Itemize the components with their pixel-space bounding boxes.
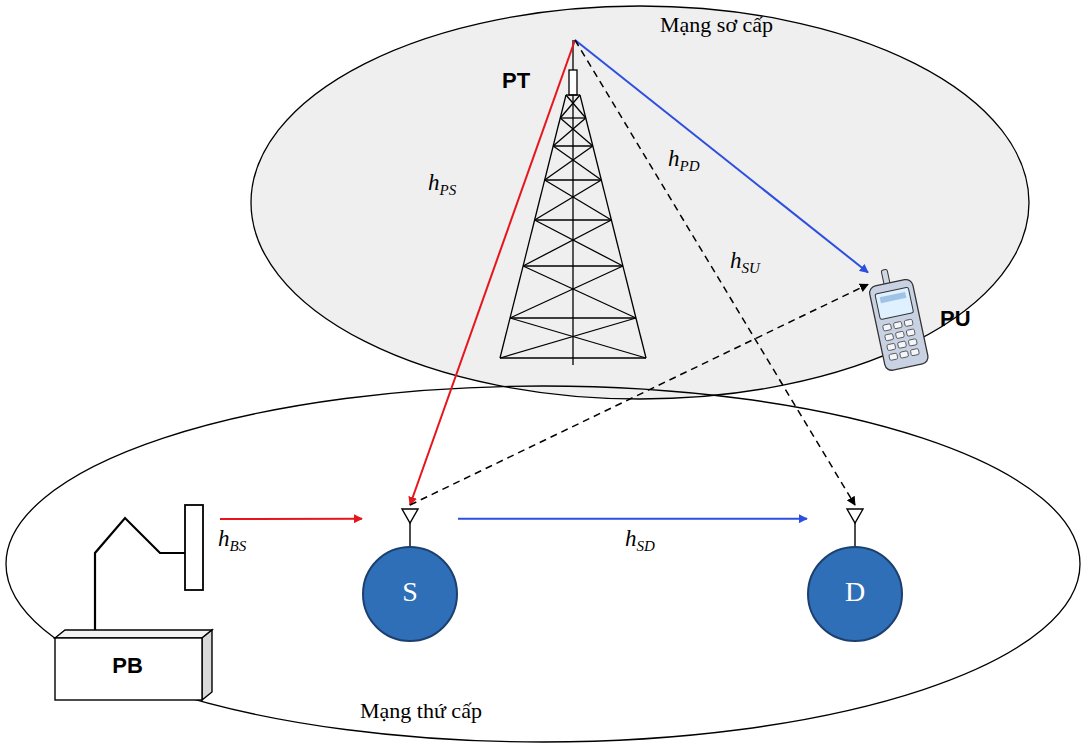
primary-network-region: Mạng sơ cấpPT PU [250,5,1030,400]
primary-user-phone: PU [868,266,988,374]
region-title: Mạng sơ cấp [660,12,773,38]
primary-transmitter-tower: PT [490,40,660,365]
node-label: D [807,576,903,608]
channel-label: hBS [218,526,246,555]
node-label: PT [502,68,530,94]
node-label: S [362,576,458,608]
signal-link [220,518,362,520]
destination-node: D [807,505,903,642]
secondary-network-region: Mạng thứ cấp PB S D [5,385,1081,743]
signal-link [458,518,807,520]
region-title: Mạng thứ cấp [360,698,482,724]
node-label: PB [55,653,200,679]
circle-shape [807,505,903,642]
circle-shape [362,505,458,642]
channel-label: hSD [625,526,655,555]
channel-label: hPS [428,170,456,199]
power-beacon: PB [50,503,220,703]
channel-label: hPD [668,146,700,175]
node-label: PU [940,306,971,332]
source-node: S [362,505,458,642]
channel-label: hSU [730,248,760,277]
